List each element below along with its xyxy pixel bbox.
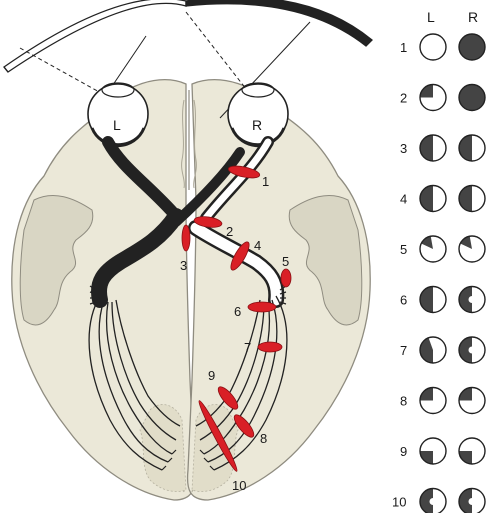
field-row-label: 10 [392, 495, 406, 510]
left-eye-field-circle [419, 83, 447, 112]
lesion-label-8: 8 [260, 431, 267, 446]
right-eye-field-circle [458, 437, 486, 465]
lesion-1 [227, 165, 261, 179]
right-eye-field-circle [458, 386, 486, 415]
dark-optic-tract [91, 208, 184, 308]
left-eye-field-circle [419, 386, 447, 415]
field-row-label: 5 [400, 242, 407, 257]
lesion-5 [280, 268, 292, 288]
field-row: 9 [400, 437, 486, 465]
right-eye-label: R [252, 117, 262, 133]
lesion-7 [257, 341, 283, 353]
left-eye: L [87, 82, 149, 148]
right-eye-field-circle [458, 83, 486, 112]
lesion-label-2: 2 [226, 224, 233, 239]
field-row: 4 [400, 184, 486, 213]
field-row: 7 [400, 336, 486, 364]
visual-field-rows: 1 2 3 4 5 6 7 8 9 10 [392, 33, 486, 516]
lesion-labels: 1 2 3 4 5 6 7 8 9 10 [180, 174, 289, 493]
lesion-label-10: 10 [232, 478, 246, 493]
lesion-4 [230, 241, 250, 271]
lesion-label-3: 3 [180, 258, 187, 273]
lesion-6 [247, 301, 277, 313]
column-header-right: R [468, 9, 478, 25]
left-eye-field-circle [419, 184, 447, 213]
field-row: 10 [392, 487, 486, 516]
visual-field-arc [3, 0, 373, 73]
right-eye-field-circle [458, 134, 486, 162]
field-row-label: 8 [400, 394, 407, 409]
right-eye-field-circle [458, 184, 486, 213]
brain-outline [11, 79, 371, 501]
right-eye: R [227, 82, 289, 148]
field-row: 3 [400, 134, 486, 162]
lesion-label-4: 4 [254, 238, 261, 253]
lesion-10 [198, 400, 238, 472]
lesions [181, 165, 292, 472]
right-eye-field-circle [458, 336, 486, 364]
temporal-lobe-left [19, 194, 94, 326]
left-eye-field-circle [419, 235, 447, 263]
left-eye-field-circle [419, 487, 447, 516]
lesion-label-9: 9 [208, 368, 215, 383]
temporal-lobe-right [288, 194, 363, 326]
field-row-label: 3 [400, 141, 407, 156]
right-eye-field-circle [458, 285, 486, 314]
lesion-9 [217, 386, 239, 410]
field-row: 2 [400, 83, 486, 112]
right-eye-field-circle [458, 235, 486, 263]
left-eye-label: L [113, 117, 121, 133]
lesion-2 [193, 216, 223, 228]
left-eye-field-circle [419, 437, 447, 465]
lesion-label-7: 7 [244, 340, 251, 355]
field-row-label: 9 [400, 444, 407, 459]
field-row: 6 [400, 285, 486, 314]
field-row-label: 4 [400, 192, 407, 207]
field-row-label: 2 [400, 91, 407, 106]
field-row: 5 [400, 235, 486, 263]
right-eye-field-circle [458, 33, 486, 61]
left-eye-field-circle [419, 33, 447, 61]
left-eye-field-circle [419, 336, 447, 364]
field-row: 8 [400, 386, 486, 415]
field-row-label: 6 [400, 293, 407, 308]
left-optic-nerve [102, 136, 182, 222]
column-header-left: L [427, 9, 435, 25]
lesion-label-5: 5 [282, 254, 289, 269]
lesion-label-1: 1 [262, 174, 269, 189]
field-row-label: 7 [400, 343, 407, 358]
field-row-label: 1 [400, 40, 407, 55]
field-column-headers: L R [427, 9, 478, 25]
field-row: 1 [400, 33, 486, 61]
lesion-label-6: 6 [234, 304, 241, 319]
lesion-8 [233, 414, 255, 438]
occipital-cortex-right [191, 404, 239, 492]
lesion-3 [181, 224, 191, 252]
left-eye-field-circle [419, 134, 447, 162]
left-eye-field-circle [419, 285, 447, 314]
right-eye-field-circle [458, 487, 486, 516]
